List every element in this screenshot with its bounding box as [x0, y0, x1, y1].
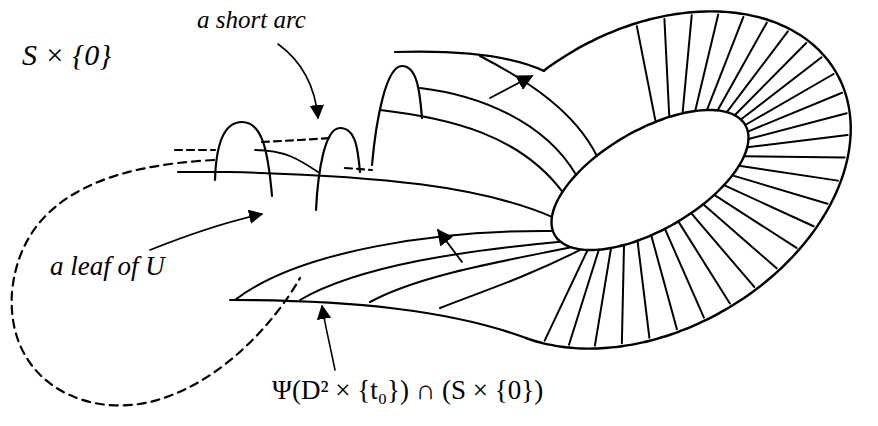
collar-leaf — [703, 204, 776, 268]
collar-leaf — [744, 156, 845, 157]
hidden-line — [262, 138, 330, 142]
leaf-curve — [380, 110, 562, 192]
collar-leaf — [748, 93, 842, 132]
collar-leaf — [637, 26, 656, 122]
leaf-curve — [370, 247, 571, 302]
flow-arrow — [490, 76, 532, 98]
surface-boundary — [526, 11, 850, 348]
hidden-line — [175, 149, 215, 151]
collar-leaf — [569, 250, 599, 345]
collar-leaf — [735, 43, 807, 115]
callout-label: a short arc — [195, 6, 308, 34]
collar-leaf — [739, 166, 838, 181]
collar-leaf — [732, 175, 827, 203]
leader-line — [322, 306, 335, 370]
leaf-curve — [440, 249, 581, 308]
collar-leaf — [651, 235, 677, 329]
collar-leaf — [691, 213, 754, 287]
collar-leaf — [724, 185, 814, 226]
collar-leaf — [595, 248, 611, 346]
callout-label: a leaf of U — [48, 252, 167, 282]
collar-leaf — [683, 15, 692, 113]
collar-leaf — [637, 241, 649, 338]
collar-leaf — [695, 14, 718, 111]
short-arc — [255, 150, 318, 172]
collar-leaf — [678, 221, 730, 303]
collar-leaf — [745, 74, 833, 125]
leader-line — [278, 44, 318, 118]
surface-label: S × {0} — [20, 38, 113, 71]
surface-edge — [178, 171, 230, 173]
hidden-line — [345, 168, 372, 170]
collar-leaf — [622, 245, 624, 343]
leader-line — [150, 214, 262, 250]
leaf-bump — [316, 128, 360, 210]
surface-edge — [230, 300, 526, 338]
collar-leaf — [718, 23, 767, 111]
collar-leaf — [747, 135, 847, 147]
collar-leaf — [714, 195, 796, 248]
set-label: Ψ(D² × {t₀}) ∩ (S × {0}) — [270, 376, 545, 406]
dashed-leaf-loop — [12, 160, 300, 405]
leaf-curve — [480, 56, 597, 156]
collar-leaf — [664, 19, 669, 117]
leaf-curve — [230, 172, 552, 217]
collar-leaf — [748, 113, 846, 139]
surface-edge — [395, 52, 544, 71]
leaf-curve — [300, 242, 561, 300]
leaf-bump — [215, 122, 272, 196]
